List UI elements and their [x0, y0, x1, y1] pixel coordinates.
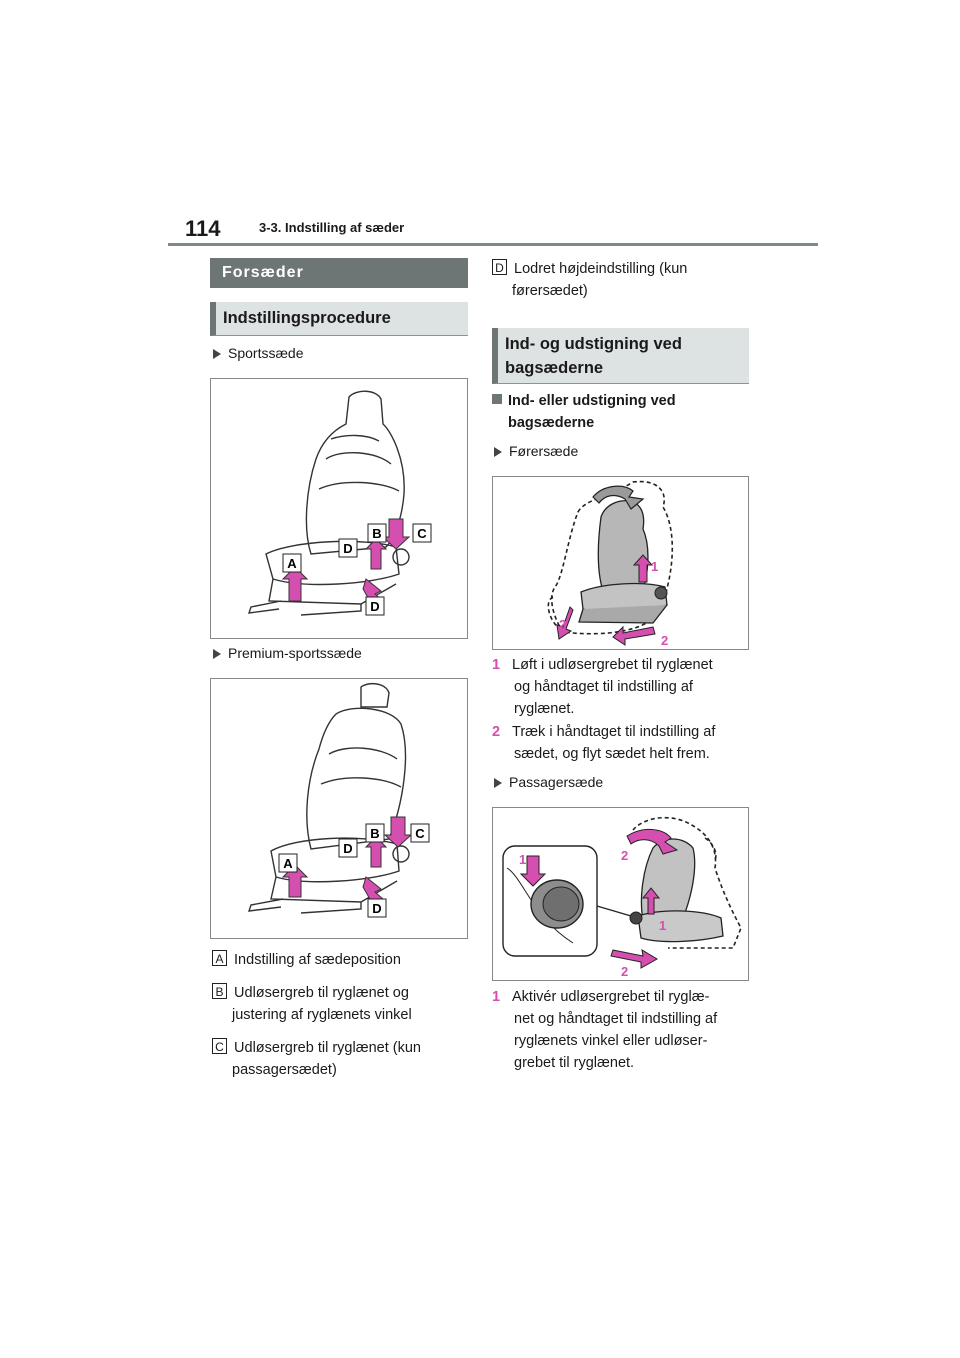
- figure-passenger-seat: 1 2 1 2: [492, 807, 749, 981]
- figure-driver-seat: 1 2 2: [492, 476, 749, 650]
- legend-text: Udløsergreb til ryglænet (kun: [234, 1040, 421, 1056]
- step-label-2: 2: [661, 633, 668, 648]
- caption-text: Passagersæde: [509, 774, 604, 790]
- step-text: ryglænet.: [514, 701, 575, 717]
- seat-illustration: 1 2 2: [547, 480, 674, 648]
- page-number: 114: [185, 216, 221, 241]
- triangle-bullet-icon: [213, 349, 221, 359]
- step-text: Aktivér udløsergrebet til ryglæ-: [512, 989, 710, 1005]
- step-label-1: 1: [651, 559, 658, 574]
- triangle-bullet-icon: [494, 778, 502, 788]
- figure-label-d-bottom: D: [367, 898, 387, 918]
- figure-label-d-top: D: [338, 838, 358, 858]
- label-d-text: D: [370, 599, 379, 614]
- label-a-text: A: [283, 856, 293, 871]
- step-label-2: 2: [559, 617, 566, 632]
- seat-illustration: 1 2 1 2: [502, 816, 742, 979]
- caption-text: Sportssæde: [228, 345, 304, 361]
- step-text: sædet, og flyt sædet helt frem.: [514, 746, 710, 762]
- legend-key: A: [212, 950, 227, 966]
- legend-item-d: D Lodret højdeindstilling (kun førersæde…: [492, 258, 752, 302]
- header-rule: [168, 243, 818, 246]
- figure-label-c: C: [410, 823, 430, 843]
- driver-step-2: 2 Træk i håndtaget til indstilling af sæd…: [492, 721, 752, 765]
- label-b-text: B: [372, 526, 381, 541]
- step-text: grebet til ryglænet.: [514, 1055, 635, 1071]
- caption-passenger-seat: Passagersæde: [494, 774, 603, 790]
- chapter-title: 3-3. Indstilling af sæder: [259, 220, 405, 235]
- heading-line: Ind- og udstigning ved: [505, 335, 682, 353]
- figure-label-a: A: [282, 553, 302, 573]
- figure-label-c: C: [412, 523, 432, 543]
- passenger-step-1: 1 Aktivér udløsergrebet til ryglæ- net og…: [492, 986, 752, 1074]
- step-number: 1: [492, 989, 501, 1005]
- legend-item-a: A Indstilling af sædeposition: [212, 949, 472, 971]
- step-number: 1: [492, 657, 501, 673]
- figure-label-b: B: [367, 523, 387, 543]
- figure-label-b: B: [365, 823, 385, 843]
- legend-key: D: [492, 259, 507, 275]
- subheading-text: Ind- eller udstigning ved: [508, 393, 676, 409]
- figure-premium-sport-seat: A D B C D: [210, 678, 468, 939]
- driver-step-1: 1 Løft i udløsergrebet til ryglænet og hå…: [492, 654, 752, 720]
- legend-text-continued: passagersædet): [232, 1062, 337, 1078]
- step-number: 2: [492, 724, 501, 740]
- seat-illustration: A D B C D: [247, 682, 430, 918]
- heading-line: bagsæderne: [505, 359, 604, 377]
- step-text: net og håndtaget til indstilling af: [514, 1011, 718, 1027]
- label-b-text: B: [370, 826, 379, 841]
- subheading-rear-access: Ind- eller udstigning ved bagsæderne: [492, 390, 752, 434]
- legend-text: Udløsergreb til ryglænet og: [234, 985, 409, 1001]
- subsection-heading-procedure: Indstillingsprocedure: [210, 302, 468, 336]
- seat-illustration: A D B C D: [247, 390, 432, 616]
- label-c-text: C: [417, 526, 427, 541]
- label-a-text: A: [287, 556, 297, 571]
- square-bullet-icon: [492, 394, 502, 404]
- triangle-bullet-icon: [213, 649, 221, 659]
- step-label-1: 1: [519, 852, 526, 867]
- legend-item-c: C Udløsergreb til ryglænet (kun passager…: [212, 1037, 472, 1081]
- caption-text: Premium-sportssæde: [228, 645, 362, 661]
- step-label-2: 2: [621, 964, 628, 979]
- label-c-text: C: [415, 826, 425, 841]
- step-label-1: 1: [659, 918, 666, 933]
- caption-premium-sport-seat: Premium-sportssæde: [213, 645, 362, 661]
- legend-key: B: [212, 983, 227, 999]
- label-d-text: D: [343, 841, 352, 856]
- figure-label-a: A: [278, 853, 298, 873]
- caption-driver-seat: Førersæde: [494, 443, 578, 459]
- step-text: Træk i håndtaget til indstilling af: [512, 724, 716, 740]
- section-heading-front-seats: Forsæder: [210, 258, 468, 288]
- legend-item-b: B Udløsergreb til ryglænet og justering …: [212, 982, 472, 1026]
- figure-label-d-top: D: [338, 538, 358, 558]
- caption-text: Førersæde: [509, 443, 579, 459]
- triangle-bullet-icon: [494, 447, 502, 457]
- subsection-heading-rear-access: Ind- og udstigning ved bagsæderne: [492, 328, 749, 384]
- step-label-2: 2: [621, 848, 628, 863]
- label-d-text: D: [372, 901, 381, 916]
- step-text: og håndtaget til indstilling af: [514, 679, 693, 695]
- step-text: Løft i udløsergrebet til ryglænet: [512, 657, 713, 673]
- legend-text-continued: førersædet): [512, 283, 588, 299]
- legend-text: Indstilling af sædeposition: [234, 952, 401, 968]
- figure-label-d-bottom: D: [365, 596, 385, 616]
- subheading-text: bagsæderne: [508, 415, 595, 431]
- legend-text-continued: justering af ryglænets vinkel: [232, 1007, 412, 1023]
- caption-sport-seat: Sportssæde: [213, 345, 303, 361]
- label-d-text: D: [343, 541, 352, 556]
- legend-text: Lodret højdeindstilling (kun: [514, 261, 688, 277]
- figure-sport-seat: A D B C D: [210, 378, 468, 639]
- step-text: ryglænets vinkel eller udløser-: [514, 1033, 708, 1049]
- legend-key: C: [212, 1038, 227, 1054]
